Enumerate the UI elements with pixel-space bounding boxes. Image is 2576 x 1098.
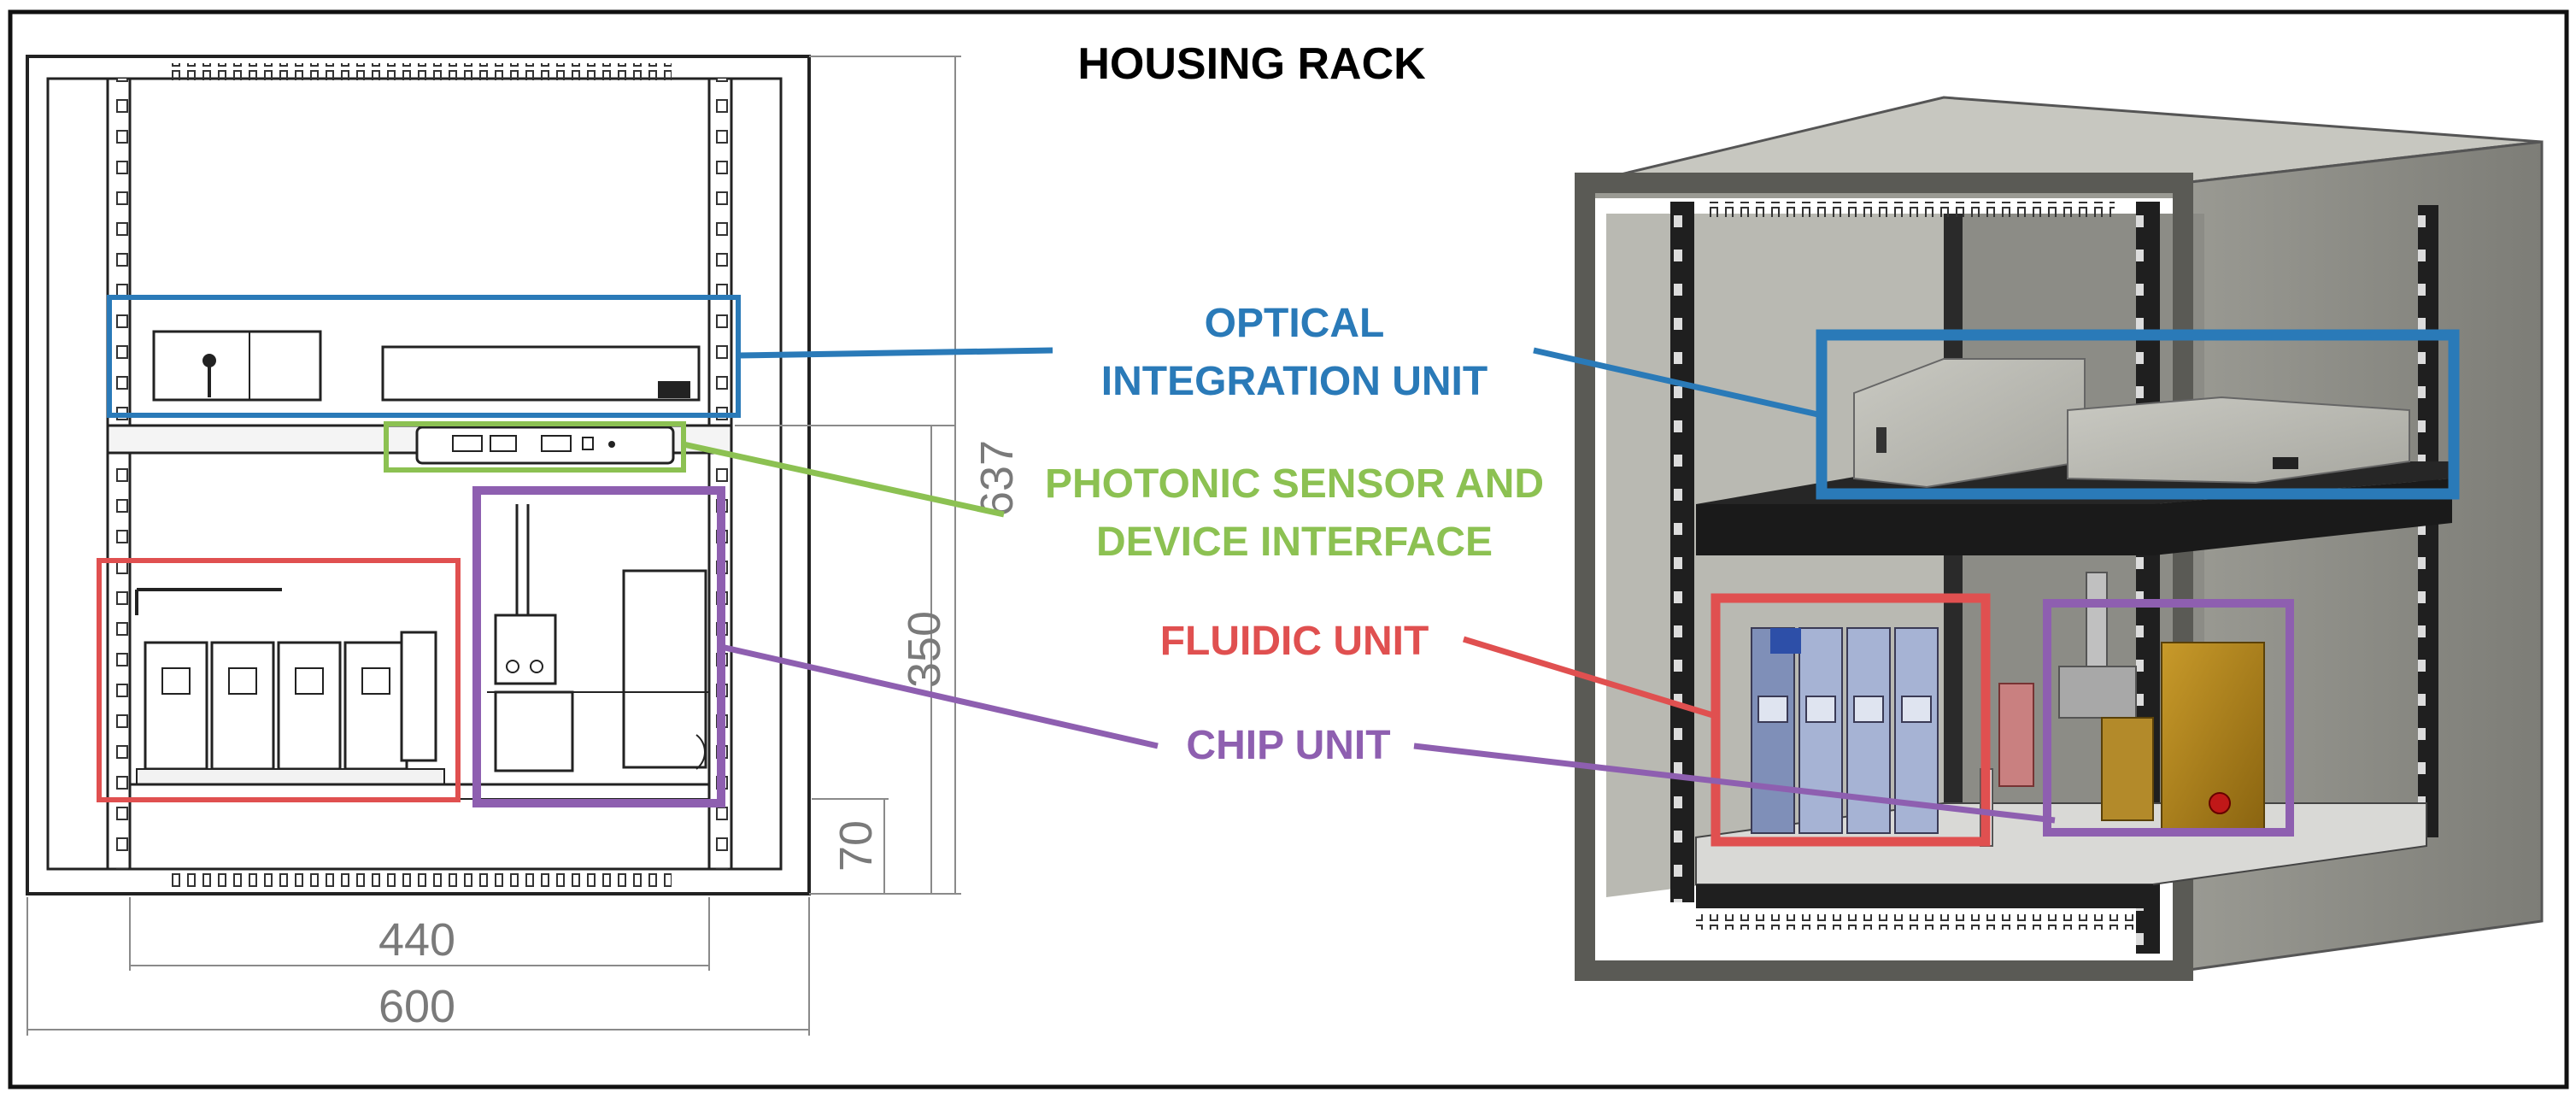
dim-637: 637 bbox=[971, 440, 1023, 517]
front-view-drawing: 440 600 637 350 70 bbox=[26, 55, 1023, 1036]
dim-350: 350 bbox=[899, 611, 950, 688]
leader-optical-left bbox=[737, 347, 1053, 359]
optical-unit-box-drawing bbox=[107, 295, 741, 418]
chip-unit-drawing bbox=[487, 504, 709, 772]
rack-front-frame bbox=[1575, 173, 2193, 981]
figure-title: HOUSING RACK bbox=[1077, 39, 1426, 89]
top-vent-strip bbox=[1705, 202, 2115, 217]
rack-3d-render bbox=[1575, 96, 2544, 981]
label-optical-line1: OPTICAL bbox=[1205, 301, 1385, 346]
left-rail-holes bbox=[108, 79, 130, 869]
label-fluidic: FLUIDIC UNIT bbox=[1160, 619, 1429, 664]
dim-440: 440 bbox=[378, 914, 455, 966]
optical-port bbox=[658, 381, 690, 398]
top-vent-slots bbox=[167, 63, 672, 80]
dim-600: 600 bbox=[378, 981, 455, 1032]
leader-chip-left bbox=[720, 643, 1159, 749]
fluidic-unit-box-3d bbox=[1710, 593, 1991, 847]
label-chip: CHIP UNIT bbox=[1186, 723, 1390, 768]
fluidic-pumps-drawing bbox=[135, 588, 445, 785]
bottom-vent-slots bbox=[167, 872, 672, 889]
fluidic-unit-box-drawing bbox=[97, 558, 461, 802]
dim-70: 70 bbox=[830, 820, 882, 872]
label-photonic-line2: DEVICE INTERFACE bbox=[1096, 520, 1493, 565]
dimension-lines bbox=[26, 56, 961, 1036]
connector-dot bbox=[202, 354, 216, 367]
leader-optical-right bbox=[1533, 347, 1822, 419]
label-optical-line2: INTEGRATION UNIT bbox=[1101, 359, 1488, 404]
chip-unit-box-3d bbox=[2043, 599, 2294, 837]
optical-module-right bbox=[381, 345, 701, 402]
optical-module-3d-right bbox=[2067, 396, 2410, 484]
optical-module-left bbox=[152, 330, 322, 402]
cabinet-outline bbox=[26, 55, 811, 895]
label-photonic-line1: PHOTONIC SENSOR AND bbox=[1045, 461, 1544, 507]
leader-chip-right bbox=[1413, 743, 2056, 824]
chip-unit-3d bbox=[2058, 572, 2265, 831]
photonic-interface-device bbox=[415, 426, 675, 465]
leader-lines bbox=[683, 347, 2056, 824]
leader-photonic bbox=[683, 441, 1005, 518]
leader-fluidic bbox=[1462, 636, 1717, 719]
